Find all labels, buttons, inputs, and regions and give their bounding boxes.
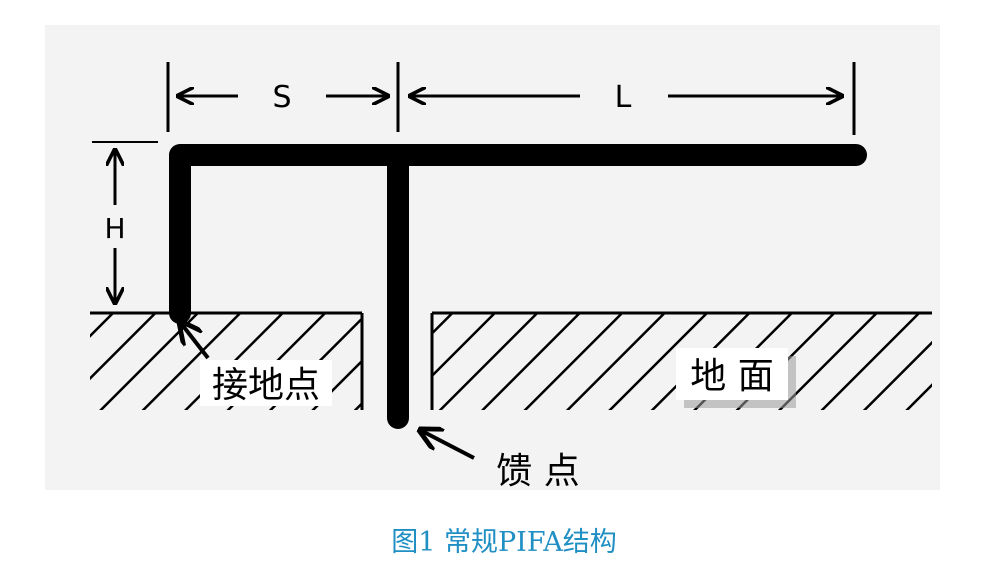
feed-point-arrow [420, 430, 475, 460]
pifa-antenna [169, 144, 867, 429]
feed-point-label: 馈 点 [496, 451, 579, 492]
ground-plane-label-bg [676, 348, 788, 400]
s-label: S [272, 80, 291, 115]
h-label: H [104, 212, 125, 245]
ground-point-label: 接地点 [212, 365, 320, 406]
ground-point-label-bg [200, 360, 332, 406]
l-label: L [615, 80, 632, 115]
ground-point-arrow [180, 322, 210, 360]
ground-plane-label: 地 面 [690, 356, 773, 397]
figure-caption: 图1 常规PIFA结构 [391, 527, 617, 558]
